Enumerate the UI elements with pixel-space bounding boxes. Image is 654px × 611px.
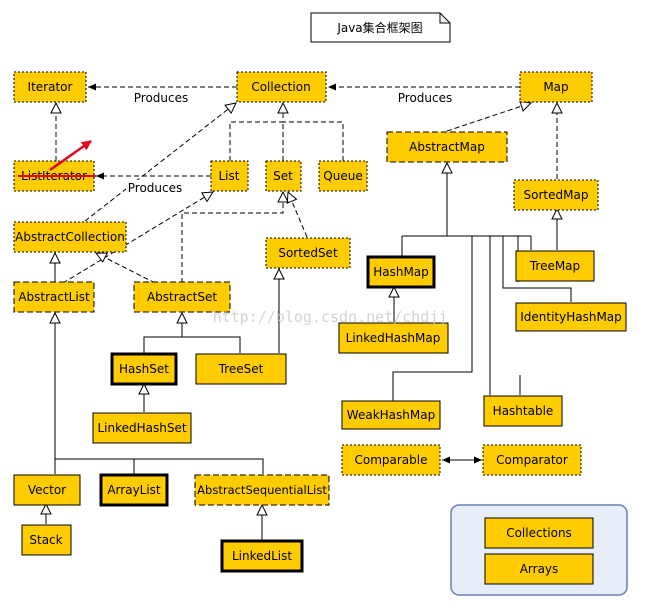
node-weakhashmap: WeakHashMap	[341, 400, 441, 430]
svg-text:Set: Set	[273, 169, 293, 183]
node-abstractsequentiallist: AbstractSequentialList	[194, 474, 330, 506]
svg-text:AbstractList: AbstractList	[18, 290, 90, 304]
svg-text:LinkedHashSet: LinkedHashSet	[97, 421, 186, 435]
node-arrays: Arrays	[484, 553, 594, 585]
node-abstractcollection: AbstractCollection	[13, 221, 127, 253]
svg-text:SortedSet: SortedSet	[278, 246, 338, 260]
node-hashmap: HashMap	[366, 255, 436, 289]
produces-label-map: Produces	[398, 91, 453, 105]
node-identityhashmap: IdentityHashMap	[515, 302, 627, 332]
svg-text:AbstractSequentialList: AbstractSequentialList	[197, 483, 327, 497]
edges	[46, 83, 572, 540]
node-collections: Collections	[484, 517, 594, 549]
node-hashset: HashSet	[110, 352, 178, 386]
nodes: Iterator Collection Map ListIterator Lis…	[13, 71, 627, 573]
node-vector: Vector	[13, 474, 81, 506]
svg-text:Arrays: Arrays	[520, 562, 559, 576]
node-treemap: TreeMap	[515, 250, 595, 282]
node-stack: Stack	[21, 524, 72, 556]
svg-text:Stack: Stack	[29, 533, 62, 547]
node-comparable: Comparable	[341, 444, 441, 476]
svg-text:Map: Map	[543, 80, 568, 94]
node-abstractset: AbstractSet	[133, 281, 231, 313]
diagram-title: Java集合框架图	[336, 20, 422, 35]
node-linkedlist: LinkedList	[220, 539, 304, 573]
svg-text:Iterator: Iterator	[28, 80, 73, 94]
produces-labels: Produces Produces Produces	[126, 90, 454, 196]
svg-text:TreeSet: TreeSet	[218, 362, 264, 376]
svg-text:ArrayList: ArrayList	[107, 483, 161, 497]
svg-text:Queue: Queue	[323, 169, 362, 183]
watermark: http://blog.csdn.net/chdjj	[213, 308, 448, 326]
svg-text:AbstractSet: AbstractSet	[147, 290, 217, 304]
svg-text:AbstractMap: AbstractMap	[409, 140, 485, 154]
svg-text:List: List	[219, 169, 240, 183]
produces-label-listiterator: Produces	[128, 181, 183, 195]
svg-text:HashSet: HashSet	[119, 362, 169, 376]
node-queue: Queue	[318, 160, 368, 192]
node-collection: Collection	[236, 71, 327, 103]
node-arraylist: ArrayList	[99, 473, 169, 507]
node-abstractlist: AbstractList	[13, 281, 95, 313]
node-hashtable: Hashtable	[483, 395, 563, 427]
title-note: Java集合框架图	[310, 12, 451, 43]
svg-text:IdentityHashMap: IdentityHashMap	[520, 310, 622, 324]
node-sortedset: SortedSet	[265, 237, 351, 269]
node-abstractmap: AbstractMap	[386, 131, 508, 163]
node-set: Set	[265, 160, 302, 192]
node-linkedhashmap: LinkedHashMap	[338, 322, 449, 354]
svg-text:Collections: Collections	[506, 526, 572, 540]
svg-text:WeakHashMap: WeakHashMap	[347, 408, 435, 422]
svg-text:LinkedList: LinkedList	[232, 549, 292, 563]
svg-text:AbstractCollection: AbstractCollection	[15, 230, 125, 244]
produces-label-iterator: Produces	[134, 91, 189, 105]
node-list: List	[210, 160, 249, 192]
node-map: Map	[519, 71, 593, 103]
node-linkedhashset: LinkedHashSet	[92, 412, 192, 444]
svg-text:Vector: Vector	[28, 483, 66, 497]
node-treeset: TreeSet	[195, 353, 287, 385]
node-iterator: Iterator	[13, 71, 87, 103]
node-comparator: Comparator	[482, 444, 582, 476]
svg-text:Comparable: Comparable	[354, 453, 427, 467]
node-sortedmap: SortedMap	[513, 179, 599, 211]
svg-text:Hashtable: Hashtable	[493, 404, 554, 418]
svg-text:LinkedHashMap: LinkedHashMap	[346, 331, 441, 345]
svg-text:Collection: Collection	[251, 80, 310, 94]
svg-text:SortedMap: SortedMap	[524, 188, 589, 202]
svg-text:TreeMap: TreeMap	[529, 259, 580, 273]
utilities-panel: Collections Arrays	[450, 504, 628, 596]
annotation-arrow	[49, 139, 92, 172]
svg-text:HashMap: HashMap	[373, 265, 429, 279]
svg-text:Comparator: Comparator	[496, 453, 568, 467]
